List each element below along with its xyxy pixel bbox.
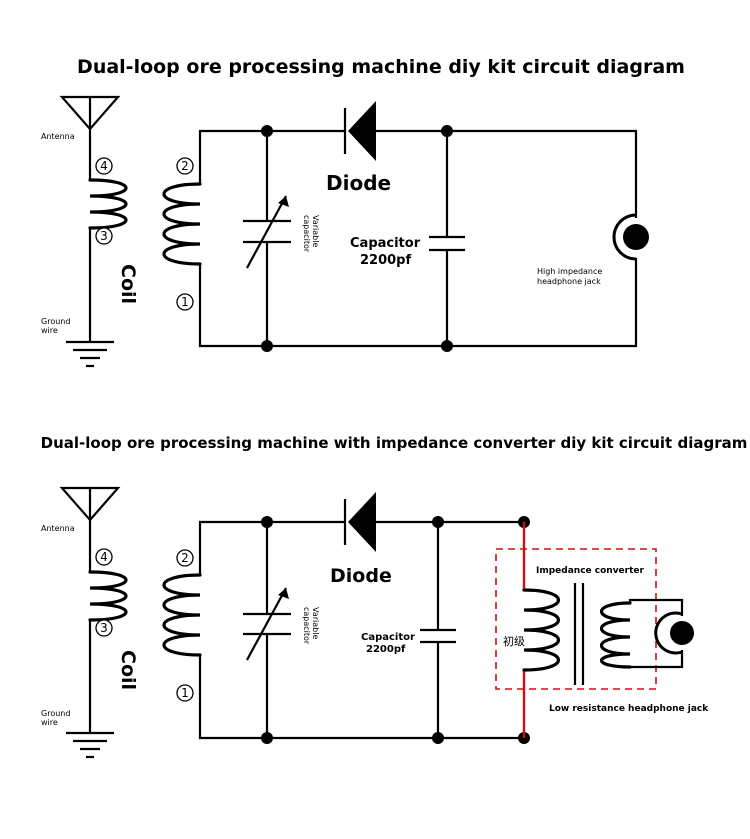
variable-capacitor-label-line2: capacitor [302,607,311,645]
coil-label: Coil [117,650,139,690]
junction-dot [432,732,444,744]
junction-dot [441,340,453,352]
junction-dot [261,732,273,744]
diagram-2-title: Dual-loop ore processing machine with im… [41,434,748,452]
variable-capacitor-label-line1: Variable [311,215,320,247]
pin-1-marker [176,293,194,311]
capacitor-symbol [429,235,465,252]
pin-2-marker [176,157,194,175]
capacitor-symbol [420,628,456,644]
capacitor-label-line2: 2200pf [366,644,406,655]
pin-1-marker [176,684,194,702]
ground-label-line2: wire [41,718,58,727]
variable-capacitor-label-line1: Variable [311,607,320,639]
junction-dot [261,516,273,528]
headphone-jack-label-line2: headphone jack [537,277,601,286]
pin-1-label: 1 [181,686,189,700]
junction-dot [432,516,444,528]
ground-label-line2: wire [41,326,58,335]
pin-3-label: 3 [100,229,108,243]
antenna-coil [88,570,128,622]
capacitor-label-line1: Capacitor [350,236,421,251]
antenna-symbol [59,486,121,550]
secondary-coil [162,182,202,266]
headphone-jack-symbol [654,611,694,655]
diagram-1-title: Dual-loop ore processing machine diy kit… [77,56,685,78]
pin-4-label: 4 [100,550,108,564]
variable-capacitor-label-line2: capacitor [302,215,311,253]
capacitor-label-line1: Capacitor [361,632,415,643]
pin-1-label: 1 [181,295,189,309]
variable-capacitor-symbol [243,587,291,661]
pin-2-marker [176,549,194,567]
secondary-coil [162,573,202,657]
antenna-label: Antenna [41,524,75,533]
headphone-jack-label-line1: High impedance [537,267,602,276]
coil-label: Coil [117,264,139,304]
pin-3-label: 3 [100,621,108,635]
headphone-jack-label: Low resistance headphone jack [549,704,709,714]
ground-symbol [66,731,114,759]
capacitor-label-line2: 2200pf [360,253,411,268]
primary-label: 初级 [503,634,525,648]
transformer-secondary-coil [599,601,632,669]
pin-4-marker [95,157,113,175]
junction-dot [441,125,453,137]
pin-3-marker [95,619,113,637]
junction-dot [261,340,273,352]
antenna-label: Antenna [41,132,75,141]
antenna-coil [88,178,128,230]
diode-symbol [343,101,376,161]
pin-2-label: 2 [181,551,189,565]
ground-symbol [66,340,114,368]
antenna-symbol [59,95,121,160]
pin-4-label: 4 [100,159,108,173]
pin-2-label: 2 [181,159,189,173]
impedance-converter-label: Impedance converter [536,566,645,576]
diagram-1: Dual-loop ore processing machine diy kit… [41,56,685,368]
junction-dot [261,125,273,137]
diode-symbol [343,492,376,552]
variable-capacitor-symbol [243,195,291,269]
pin-4-marker [95,548,113,566]
ground-label-line1: Ground [41,317,70,326]
diode-label: Diode [330,565,392,587]
diagram-2: Dual-loop ore processing machine with im… [41,434,748,759]
impedance-converter-box [495,548,657,690]
pin-3-marker [95,227,113,245]
transformer-primary-coil [522,588,560,672]
diode-label: Diode [326,171,391,195]
ground-label-line1: Ground [41,709,70,718]
headphone-jack-symbol [612,213,649,261]
